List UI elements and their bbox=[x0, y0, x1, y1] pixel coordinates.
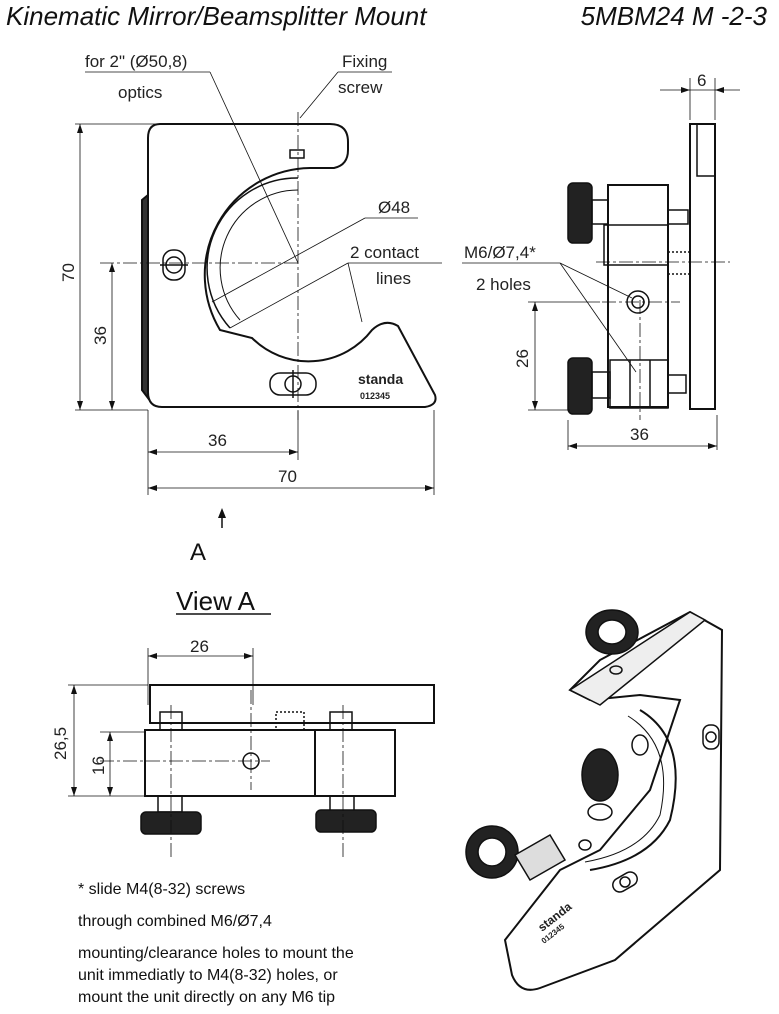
drawing-title: Kinematic Mirror/Beamsplitter Mount bbox=[6, 1, 427, 31]
iso-slot-right bbox=[702, 724, 720, 750]
contact-label-1: 2 contact bbox=[350, 243, 419, 262]
dim-height-26-5: 26,5 bbox=[51, 727, 70, 760]
optics-label-1: for 2" (Ø50,8) bbox=[85, 52, 187, 71]
iso-fixing-screw bbox=[609, 665, 623, 675]
brand-mark: standa bbox=[358, 371, 403, 387]
side-block bbox=[603, 224, 669, 266]
view-arrow-label: A bbox=[190, 539, 206, 566]
side-dim-arrows bbox=[532, 87, 724, 449]
side-plate-edge bbox=[696, 123, 716, 177]
part-number: 5MBM24 M -2-3 bbox=[580, 1, 767, 31]
dim-depth-36: 36 bbox=[630, 425, 649, 444]
view-a-block bbox=[314, 729, 396, 797]
front-body-outline bbox=[147, 123, 437, 408]
view-a-body bbox=[144, 729, 316, 797]
side-spring bbox=[667, 251, 691, 275]
contact-label-2: lines bbox=[376, 269, 411, 288]
iso-knob-top bbox=[585, 609, 639, 655]
view-a-dimensions bbox=[68, 648, 254, 797]
dim-height-70: 70 bbox=[59, 263, 78, 282]
side-pin bbox=[667, 209, 689, 225]
side-view: 6 M6/Ø7,4* 2 holes 26 36 bbox=[462, 71, 740, 450]
hole-label-2: 2 holes bbox=[476, 275, 531, 294]
dim-width-70: 70 bbox=[278, 467, 297, 486]
side-plate bbox=[689, 123, 716, 410]
front-dim-arrows bbox=[77, 124, 434, 491]
view-arrow: A bbox=[190, 508, 226, 566]
iso-slot-bottom bbox=[612, 871, 638, 893]
dim-center-36: 36 bbox=[91, 326, 110, 345]
slot-bottom bbox=[269, 370, 317, 398]
fixing-screw bbox=[289, 149, 305, 159]
hole-label-1: M6/Ø7,4* bbox=[464, 243, 536, 262]
fixing-label-1: Fixing bbox=[342, 52, 387, 71]
iso-view: standa 012345 bbox=[465, 609, 724, 991]
iso-knob-side bbox=[581, 748, 619, 802]
serial-mark: 012345 bbox=[360, 391, 390, 401]
front-dimensions bbox=[75, 123, 435, 495]
note-line-3: mounting/clearance holes to mount the bbox=[78, 945, 354, 962]
iso-hole-mid bbox=[587, 803, 613, 821]
front-optic-ring bbox=[206, 177, 299, 329]
fixing-label-2: screw bbox=[338, 78, 383, 97]
view-a: View A bbox=[51, 586, 435, 860]
iso-labels: standa 012345 bbox=[535, 899, 574, 945]
front-rear-plate bbox=[141, 192, 149, 401]
front-labels: for 2" (Ø50,8) optics Fixing screw Ø48 2… bbox=[59, 52, 419, 486]
iso-top-arm bbox=[568, 611, 707, 706]
dim-top-6: 6 bbox=[697, 71, 706, 90]
note-line-1: * slide M4(8-32) screws bbox=[78, 881, 246, 898]
note-line-4: unit immediatly to M4(8-32) holes, or bbox=[78, 967, 338, 984]
view-a-plate bbox=[149, 684, 435, 724]
dim-pitch-26: 26 bbox=[190, 637, 209, 656]
iso-body bbox=[503, 610, 724, 991]
view-a-knob-right bbox=[315, 795, 377, 833]
note-line-5: mount the unit directly on any M6 tip bbox=[78, 989, 336, 1006]
front-view: for 2" (Ø50,8) optics Fixing screw Ø48 2… bbox=[59, 52, 442, 495]
note-line-2: through combined M6/Ø7,4 bbox=[78, 913, 272, 930]
side-lower-block bbox=[609, 359, 669, 409]
view-a-spring bbox=[275, 711, 305, 731]
dim-hole-26: 26 bbox=[513, 349, 532, 368]
front-leaders bbox=[85, 71, 442, 329]
iso-knob-bottom bbox=[465, 825, 519, 879]
slot-left bbox=[160, 249, 188, 281]
optics-label-2: optics bbox=[118, 83, 162, 102]
side-lower-pin bbox=[667, 374, 687, 394]
side-knob-bottom bbox=[567, 357, 611, 415]
iso-optic-ring bbox=[589, 709, 677, 871]
diameter-label: Ø48 bbox=[378, 198, 410, 217]
view-a-title: View A bbox=[176, 586, 256, 616]
dim-center-x-36: 36 bbox=[208, 431, 227, 450]
side-body bbox=[607, 184, 669, 408]
side-dimensions bbox=[462, 78, 740, 450]
side-knob-top bbox=[567, 182, 609, 244]
front-optic-ring-inner bbox=[219, 189, 299, 321]
view-a-labels: 26 26,5 16 bbox=[51, 637, 209, 775]
dim-hole-16: 16 bbox=[89, 756, 108, 775]
view-a-pin-right bbox=[329, 711, 353, 731]
iso-hole-bottom bbox=[578, 839, 592, 851]
iso-hole-top bbox=[631, 734, 649, 756]
side-labels: 6 M6/Ø7,4* 2 holes 26 36 bbox=[464, 71, 706, 444]
front-centerlines bbox=[100, 112, 300, 420]
